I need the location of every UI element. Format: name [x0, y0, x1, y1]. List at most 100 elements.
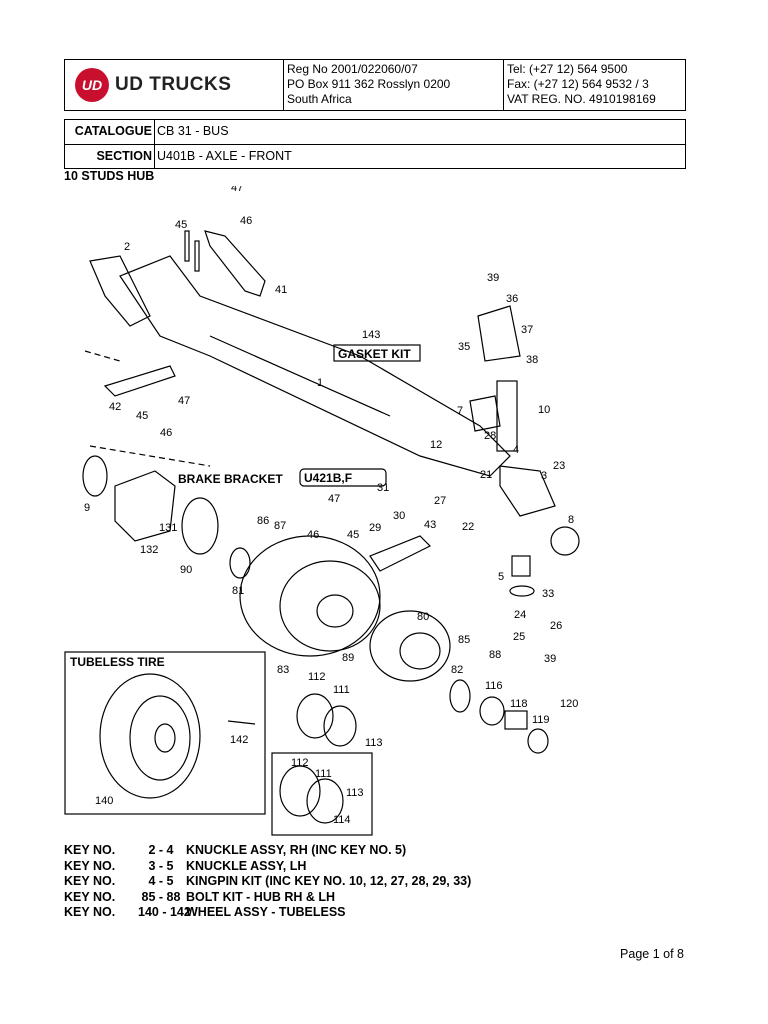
callout: 30 — [393, 510, 405, 522]
tel-line: Tel: (+27 12) 564 9500 — [507, 62, 628, 76]
callout: 7 — [457, 405, 463, 417]
callout: 36 — [506, 293, 518, 305]
callout: 81 — [232, 585, 244, 597]
callout: 80 — [417, 611, 429, 623]
callout: 112 — [308, 671, 326, 683]
callout: 46 — [307, 529, 319, 541]
callout: 9 — [84, 502, 90, 514]
callout: 38 — [526, 354, 538, 366]
callout: 83 — [277, 664, 289, 676]
key-range: 85 - 88 — [141, 889, 181, 904]
steering-arm-42 — [103, 365, 176, 397]
tubeless-tire-label: TUBELESS TIRE — [70, 655, 165, 669]
catalogue-label: CATALOGUE — [65, 120, 155, 144]
steering-arm-43 — [369, 535, 432, 572]
key-notes: KEY NO. 2 - 4 KNUCKLE ASSY, RH (INC KEY … — [64, 843, 471, 921]
callout: 47 — [328, 493, 340, 505]
callout: 45 — [347, 529, 359, 541]
callout: 140 — [95, 795, 113, 807]
bracket-35 — [477, 305, 521, 362]
callout: 85 — [458, 634, 470, 646]
right-knuckle — [499, 465, 556, 517]
callout: 47 — [231, 186, 243, 194]
ud-logo-badge: UD — [75, 68, 109, 102]
callout: 31 — [377, 482, 389, 494]
key-desc: KNUCKLE ASSY, LH — [186, 858, 307, 873]
callout: 131 — [159, 522, 177, 534]
letterhead: UD UD TRUCKS Reg No 2001/022060/07 PO Bo… — [64, 59, 686, 111]
callout: 39 — [544, 653, 556, 665]
key-label: KEY NO. — [64, 843, 116, 857]
callout: 114 — [333, 814, 351, 826]
steering-arm — [204, 230, 266, 297]
callout: 45 — [136, 410, 148, 422]
callout: 89 — [342, 652, 354, 664]
registration-block: Reg No 2001/022060/07 PO Box 911 362 Ros… — [284, 60, 504, 110]
callout-labels: 47 46 45 41 2 39 36 37 143 35 38 1 42 45… — [84, 186, 578, 826]
section-value: U401B - AXLE - FRONT — [157, 149, 292, 163]
key-range: 2 - 4 — [148, 843, 174, 857]
callout: 87 — [274, 520, 286, 532]
callout: 22 — [462, 521, 474, 533]
key-range: 4 - 5 — [148, 874, 174, 888]
diagram-title: 10 STUDS HUB — [64, 169, 155, 183]
callout: 12 — [430, 439, 442, 451]
callout: 1 — [317, 377, 323, 389]
page-number: Page 1 of 8 — [620, 947, 684, 961]
section-label: SECTION — [65, 145, 155, 169]
callout: 8 — [568, 514, 574, 526]
wheel-hub — [369, 610, 451, 682]
callout: 29 — [369, 522, 381, 534]
callout: 82 — [451, 664, 463, 676]
gasket-kit-label: GASKET KIT — [338, 347, 411, 361]
catalogue-table: CATALOGUE CB 31 - BUS SECTION U401B - AX… — [64, 119, 686, 169]
callout: 10 — [538, 404, 550, 416]
contact-block: Tel: (+27 12) 564 9500 Fax: (+27 12) 564… — [504, 60, 685, 110]
key-desc: WHEEL ASSY - TUBELESS — [186, 905, 346, 919]
callout: 37 — [521, 324, 533, 336]
key-desc: KINGPIN KIT (INC KEY NO. 10, 12, 27, 28,… — [186, 874, 472, 888]
key-range: 140 - 142 — [138, 905, 191, 919]
key-note-row: KEY NO. 85 - 88 BOLT KIT - HUB RH & LH — [64, 890, 471, 906]
brake-bracket-drawing — [114, 470, 176, 542]
tubeless-tire-box — [64, 651, 266, 815]
axle-beam — [119, 255, 511, 477]
callout: 120 — [560, 698, 578, 710]
key-label: KEY NO. — [64, 889, 116, 904]
callout: 4 — [513, 444, 519, 456]
fax-line: Fax: (+27 12) 564 9532 / 3 — [507, 77, 649, 91]
callout: 112 — [291, 757, 309, 769]
country-line: South Africa — [287, 92, 352, 106]
callout: 86 — [257, 515, 269, 527]
callout: 3 — [541, 470, 547, 482]
callout: 88 — [489, 649, 501, 661]
vat-line: VAT REG. NO. 4910198169 — [507, 92, 656, 106]
key-desc: KNUCKLE ASSY, RH (INC KEY NO. 5) — [186, 843, 407, 857]
company-logo: UD UD TRUCKS — [65, 60, 284, 110]
catalogue-value: CB 31 - BUS — [157, 124, 229, 138]
callout: 35 — [458, 341, 470, 353]
reg-line: Reg No 2001/022060/07 — [287, 62, 418, 76]
callout: 26 — [550, 620, 562, 632]
callout: 47 — [178, 395, 190, 407]
callout: 143 — [362, 329, 380, 341]
callout: 118 — [510, 698, 528, 710]
key-label: KEY NO. — [64, 858, 116, 873]
callout: 113 — [365, 737, 383, 749]
callout: 142 — [230, 734, 248, 746]
callout: 132 — [140, 544, 158, 556]
key-note-row: KEY NO. 3 - 5 KNUCKLE ASSY, LH — [64, 859, 471, 875]
callout: 27 — [434, 495, 446, 507]
callout: 2 — [124, 241, 130, 253]
brand-name: UD TRUCKS — [115, 74, 232, 95]
callout: 25 — [513, 631, 525, 643]
key-label: KEY NO. — [64, 874, 116, 888]
key-label: KEY NO. — [64, 905, 116, 919]
callout: 116 — [485, 680, 503, 692]
left-knuckle — [89, 255, 151, 327]
key-note-row: KEY NO. 2 - 4 KNUCKLE ASSY, RH (INC KEY … — [64, 843, 471, 859]
brake-bracket-label: BRAKE BRACKET — [178, 472, 283, 486]
callout: 111 — [333, 684, 350, 696]
callout: 5 — [498, 571, 504, 583]
callout: 24 — [514, 609, 526, 621]
